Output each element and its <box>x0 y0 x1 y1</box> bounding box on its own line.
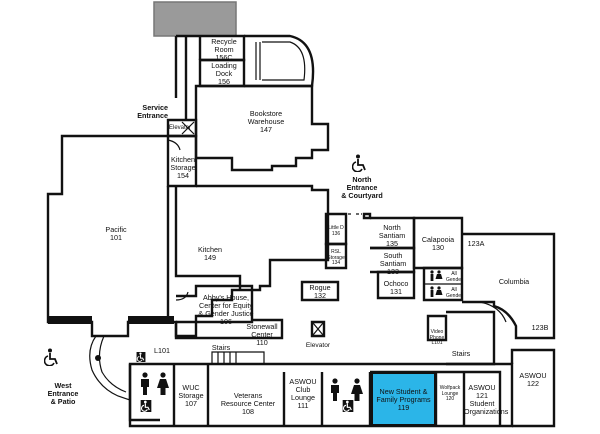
stairs-left-steps <box>211 351 265 364</box>
label-rsl-storage: RSL Storage 134 <box>327 249 345 266</box>
label-little-d: Little D 136 <box>328 225 344 237</box>
label-columbia: Columbia <box>498 277 530 286</box>
wheelchair-icon <box>140 400 152 412</box>
label-pacific: Pacific 101 <box>105 225 127 242</box>
label-loading-dock: Loading Dock 156 <box>211 61 237 86</box>
label-recycle-room: Recycle Room 156C <box>211 37 237 62</box>
rsl-outline <box>324 242 348 270</box>
elevator-mid-x <box>312 322 324 336</box>
stonewall-outline <box>174 318 284 340</box>
west-entrance-arc-2 <box>98 335 127 393</box>
elevator-mid-box <box>310 320 326 338</box>
label-rogue: Rogue 132 <box>309 283 331 300</box>
restroom-l101-box <box>128 364 160 422</box>
wheelchair-icon <box>44 348 58 366</box>
label-all-gender-2: All Gender <box>446 287 463 299</box>
label-all-gender-1: All Gender <box>446 271 463 283</box>
label-kitchen-storage: Kitchen Storage 154 <box>170 155 196 180</box>
label-north-santiam: North Santiam 135 <box>378 223 406 248</box>
wheelchair-icon <box>352 154 366 172</box>
label-west-entrance: West Entrance & Patio <box>47 381 79 406</box>
label-service-entrance: Service Entrance <box>137 103 168 120</box>
label-elevator-top: Elevator <box>168 125 191 131</box>
label-calapooia: Calapooia 130 <box>421 235 455 252</box>
dock-stairs <box>255 42 261 80</box>
label-new-student: New Student & Family Programs 119 <box>376 387 431 412</box>
restroom-all-gender-icon <box>430 286 443 297</box>
restroom-men-icon <box>331 378 339 401</box>
label-veterans-center: Veterans Resource Center 108 <box>220 391 276 416</box>
restroom-men-icon <box>141 372 149 395</box>
west-entrance-marker <box>95 355 101 361</box>
bookstore-outline <box>194 84 330 172</box>
label-bookstore-warehouse: Bookstore Warehouse 147 <box>247 109 285 134</box>
west-entrance-arc-1 <box>89 335 131 401</box>
kitchen-outline <box>174 186 242 290</box>
restroom-women-icon <box>351 378 363 401</box>
aswou-122-outline <box>510 348 556 428</box>
label-123a: 123A <box>467 239 485 248</box>
label-wuc-storage: WUC Storage 107 <box>178 383 204 408</box>
label-aswou-121: ASWOU 121 Student Organizations <box>464 383 509 416</box>
restrooms-east-outline <box>422 266 464 302</box>
label-kitchen: Kitchen 149 <box>198 245 222 262</box>
pacific-partition-1 <box>48 316 92 324</box>
label-wolfpack-lounge: Wolfpack Lounge 120 <box>439 385 461 402</box>
elevator-top-x <box>181 121 195 135</box>
label-north-entrance: North Entrance & Courtyard <box>341 175 383 200</box>
label-123b: 123B <box>531 323 549 332</box>
dock-curve-inner <box>262 41 306 81</box>
pacific-partition-2 <box>128 316 174 324</box>
service-corridor <box>174 36 188 120</box>
north-corridor-wall <box>362 212 372 220</box>
abbys-door <box>175 291 189 301</box>
wheelchair-icon <box>136 352 146 362</box>
abbys-outline <box>176 284 254 324</box>
label-aswou-122: ASWOU 122 <box>519 371 547 388</box>
label-stairs-right: Stairs <box>451 349 471 358</box>
label-abbys-house: Abby's House, Center for Equity & Gender… <box>198 293 254 326</box>
label-video-phone: Video Phone L101 <box>429 329 445 346</box>
label-stairs-left: Stairs <box>211 343 231 352</box>
restroom-all-gender-icon <box>430 270 443 281</box>
ochoco-outline <box>376 270 416 300</box>
kitchen-storage-door <box>167 139 181 151</box>
label-l101: L101 <box>154 346 170 355</box>
rooftop-block <box>153 1 237 37</box>
rogue-outline <box>300 280 340 302</box>
label-elevator-mid: Elevator <box>305 342 331 349</box>
new-student-room-highlight <box>371 372 436 426</box>
video-phone-outline <box>426 314 448 342</box>
columbia-curve <box>479 301 507 323</box>
label-aswou-club-lounge: ASWOU Club Lounge 111 <box>289 377 317 410</box>
label-stonewall-center: Stonewall Center 110 <box>246 322 278 347</box>
label-south-santiam: South Santiam 133 <box>379 251 407 276</box>
restroom-women-icon <box>157 372 169 395</box>
label-ochoco: Ochoco 131 <box>383 279 409 296</box>
wheelchair-icon <box>342 400 354 412</box>
columbia-outline <box>462 232 556 340</box>
aswou-121-outline <box>464 370 502 426</box>
dock-curve <box>244 34 315 88</box>
